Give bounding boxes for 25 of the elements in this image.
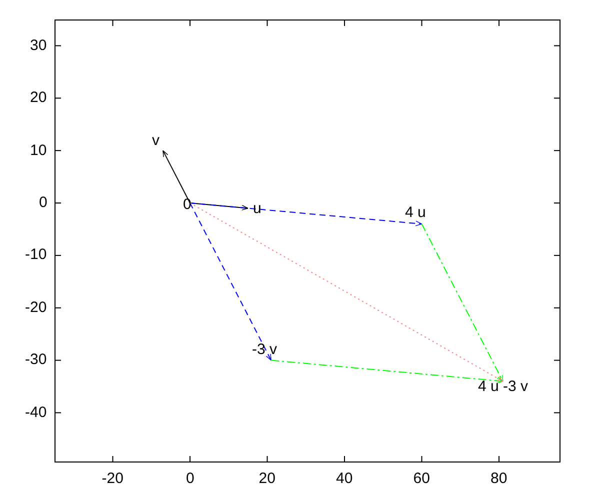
- tick-label: 0: [186, 470, 194, 487]
- tick-label: 40: [336, 470, 353, 487]
- tick-label: 10: [30, 142, 47, 159]
- tick-label: 80: [490, 470, 508, 487]
- vector-arrow: [421, 223, 504, 382]
- tick-label: -20: [25, 298, 47, 316]
- tick-label: -10: [25, 246, 47, 264]
- tick-label: -30: [25, 351, 47, 368]
- vector-arrow: [190, 202, 272, 361]
- point-label: -3 v: [252, 341, 278, 358]
- tick-label: 30: [30, 36, 47, 54]
- point-label: 4 u: [405, 204, 426, 221]
- point-label: v: [152, 132, 160, 149]
- point-label: u: [253, 200, 262, 217]
- tick-label: 0: [39, 194, 48, 211]
- vector-arrow: [190, 202, 504, 382]
- tick-label: 20: [30, 89, 47, 106]
- vector-arrow: [270, 360, 504, 384]
- tick-label: -40: [25, 404, 47, 421]
- vector-arrow: [190, 202, 422, 226]
- tick-label: -20: [102, 470, 124, 487]
- tick-label: 20: [258, 470, 276, 487]
- point-label: 4 u -3 v: [478, 378, 528, 395]
- vector-arrow: [162, 150, 190, 204]
- tick-label: 60: [413, 470, 430, 487]
